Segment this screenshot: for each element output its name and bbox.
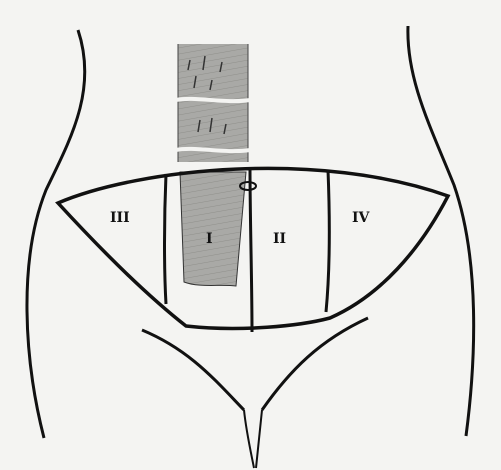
zone-label-II: II	[273, 231, 286, 247]
zone-divider-center	[250, 168, 252, 332]
right-torso-outline	[408, 26, 474, 436]
right-inguinal-line	[262, 318, 368, 410]
pubic-tuck-mark	[244, 410, 262, 468]
pedicle-in-flap-shading	[180, 172, 246, 286]
zone-label-IV: IV	[352, 210, 371, 226]
zone-divider-left	[165, 174, 167, 304]
left-torso-outline	[27, 30, 85, 438]
zone-divider-right	[326, 170, 329, 312]
zone-label-I: I	[206, 231, 213, 247]
zone-label-III: III	[110, 210, 130, 226]
left-inguinal-line	[142, 330, 244, 410]
pedicle-upper-strip	[176, 44, 250, 162]
